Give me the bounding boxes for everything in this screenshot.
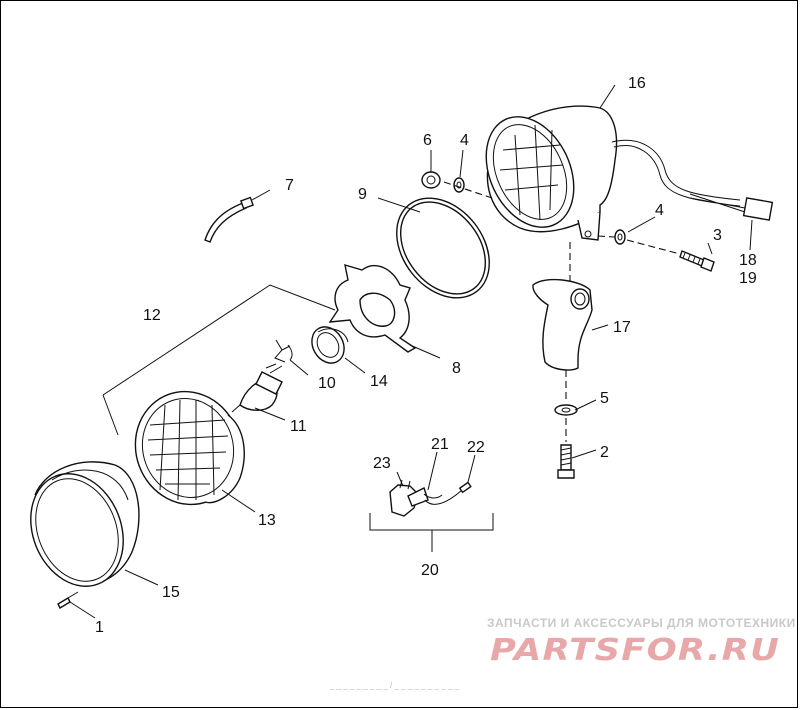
callout-17: 17 bbox=[613, 319, 631, 336]
callout-9: 9 bbox=[358, 186, 367, 203]
callout-12: 12 bbox=[143, 307, 161, 324]
callout-5: 5 bbox=[600, 390, 609, 407]
bolt-3 bbox=[679, 250, 715, 272]
mounting-bracket-17 bbox=[532, 278, 593, 371]
sealed-beam-lamp-13 bbox=[134, 390, 245, 506]
bolt-2 bbox=[557, 444, 575, 479]
callout-19: 19 bbox=[739, 270, 757, 287]
mounting-plate-8 bbox=[328, 264, 417, 353]
nut-6 bbox=[421, 171, 441, 189]
wire-clip-7 bbox=[204, 196, 254, 243]
callout-4-upper: 4 bbox=[460, 132, 469, 149]
callout-2: 2 bbox=[600, 444, 609, 461]
callout-18: 18 bbox=[739, 252, 757, 269]
watermark-logo: PARTSFOR.RU bbox=[490, 633, 780, 668]
callout-8: 8 bbox=[452, 360, 461, 377]
callout-14: 14 bbox=[370, 373, 388, 390]
callout-3: 3 bbox=[713, 227, 722, 244]
spring-clip-10 bbox=[274, 339, 293, 363]
callout-13: 13 bbox=[258, 512, 276, 529]
footer-code: _ _ _ _ _ _ _ _ _ / _ _ _ _ _ _ _ _ _ _ bbox=[329, 681, 460, 690]
halogen-bulb-11 bbox=[231, 363, 283, 413]
callout-21: 21 bbox=[431, 436, 449, 453]
callout-16: 16 bbox=[628, 75, 646, 92]
callout-22: 22 bbox=[467, 439, 485, 456]
trim-ring-15 bbox=[30, 461, 140, 587]
callout-4-lower: 4 bbox=[655, 202, 664, 219]
callout-20: 20 bbox=[421, 562, 439, 579]
washer-4-upper bbox=[453, 177, 465, 193]
headlamp-housing bbox=[485, 105, 774, 241]
callout-15: 15 bbox=[162, 584, 180, 601]
wiring-kit-20 bbox=[389, 479, 472, 517]
washer-4-lower bbox=[614, 229, 626, 245]
callout-23: 23 bbox=[373, 455, 391, 472]
callout-7: 7 bbox=[285, 177, 294, 194]
watermark-tagline: ЗАПЧАСТИ И АКСЕССУАРЫ ДЛЯ МОТОТЕХНИКИ bbox=[487, 616, 796, 630]
retaining-ring-9 bbox=[396, 197, 490, 299]
washer-5 bbox=[554, 404, 578, 416]
callout-6: 6 bbox=[423, 132, 432, 149]
callout-10: 10 bbox=[318, 375, 336, 392]
callout-11: 11 bbox=[290, 418, 307, 435]
bulb-socket-14 bbox=[311, 326, 349, 364]
callout-1: 1 bbox=[95, 619, 104, 636]
